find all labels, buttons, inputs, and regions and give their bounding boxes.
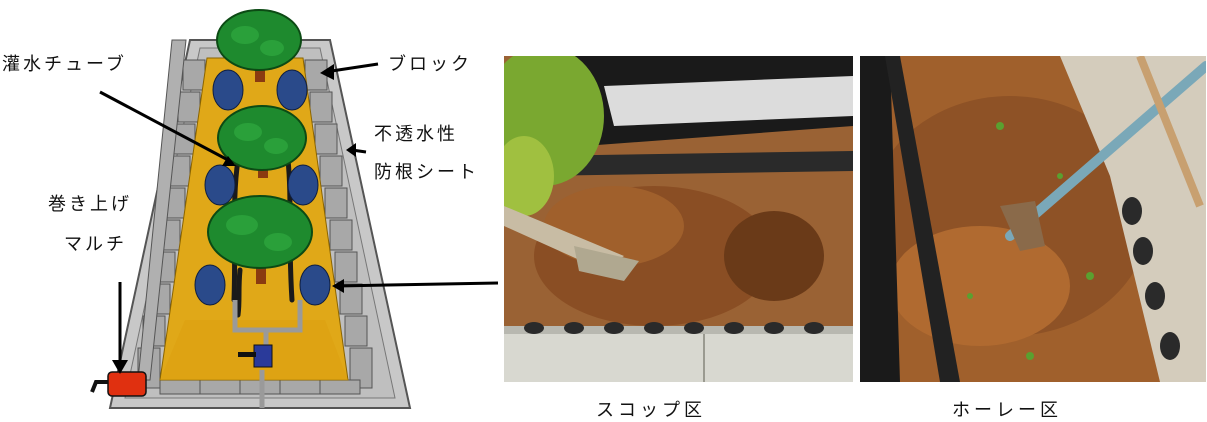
tree-top	[216, 9, 302, 82]
emitters	[194, 69, 331, 306]
photo-scoop-plot	[504, 56, 853, 382]
label-waterproof-1: 不透水性	[374, 124, 458, 145]
photo-hoe-plot	[860, 56, 1206, 382]
valve-handle	[238, 352, 256, 357]
caption-scoop: スコップ区	[596, 400, 706, 421]
rolled-mulch-strip	[137, 39, 187, 381]
photo-hoe-illustration	[860, 56, 1206, 382]
label-block: ブロック	[388, 54, 472, 75]
label-waterproof-2: 防根シート	[374, 162, 479, 183]
mulch-winder	[90, 371, 147, 397]
valve	[253, 344, 273, 368]
photo-scoop-illustration	[504, 56, 853, 382]
block-wall-right	[304, 59, 373, 389]
tree-bottom	[207, 195, 313, 284]
caption-hoe: ホーレー区	[952, 400, 1062, 421]
header-pipe	[232, 300, 303, 408]
arrow-heads	[112, 64, 356, 374]
label-irrigation-tube: 灌水チューブ	[2, 54, 127, 75]
tree-middle	[217, 105, 307, 178]
label-rollup-2: マルチ	[64, 234, 127, 255]
label-rollup-1: 巻き上げ	[48, 194, 132, 215]
block-wall-bottom	[159, 379, 361, 395]
